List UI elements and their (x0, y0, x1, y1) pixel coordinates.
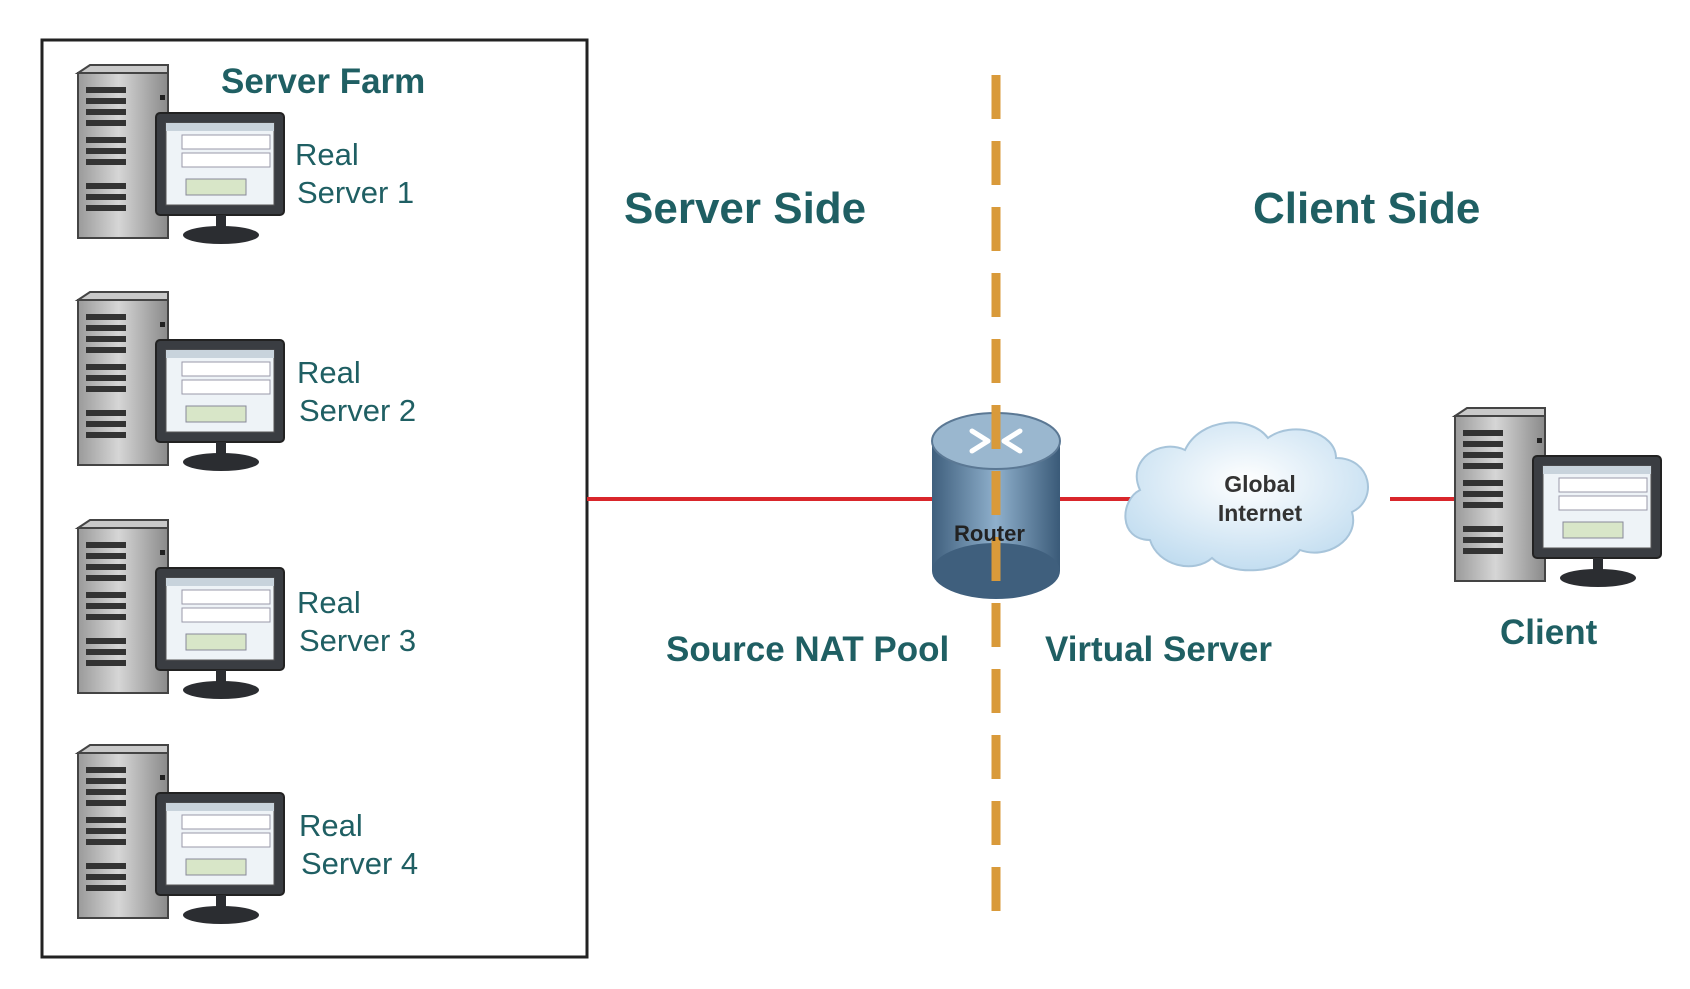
real-server-3-icon (77, 519, 285, 700)
router-label: Router (954, 521, 1025, 546)
real-server-4-icon (77, 744, 285, 925)
server-farm-title: Server Farm (221, 62, 426, 101)
real-server-1-label-line2: Server 1 (297, 175, 415, 210)
source-nat-pool-label: Source NAT Pool (666, 630, 950, 669)
global-internet-cloud-icon (1124, 421, 1369, 572)
real-server-2-icon (77, 291, 285, 472)
real-server-3-label-line2: Server 3 (299, 623, 417, 658)
client-side-label: Client Side (1253, 184, 1481, 233)
real-server-2-label-line2: Server 2 (299, 393, 417, 428)
virtual-server-label: Virtual Server (1045, 630, 1272, 669)
global-internet-label-line2: Internet (1217, 499, 1303, 526)
global-internet-label-line1: Global (1224, 471, 1296, 497)
real-server-4-label-line1: Real (299, 808, 363, 843)
real-server-1-label-line1: Real (295, 137, 359, 172)
client-label: Client (1500, 613, 1598, 652)
server-side-label: Server Side (624, 184, 867, 233)
real-server-2-label-line1: Real (297, 355, 361, 390)
real-server-3-label-line1: Real (297, 585, 361, 620)
client-computer-icon (1454, 407, 1662, 588)
real-server-4-label-line2: Server 4 (301, 846, 419, 881)
global-internet-label: Global Internet (1190, 470, 1330, 528)
